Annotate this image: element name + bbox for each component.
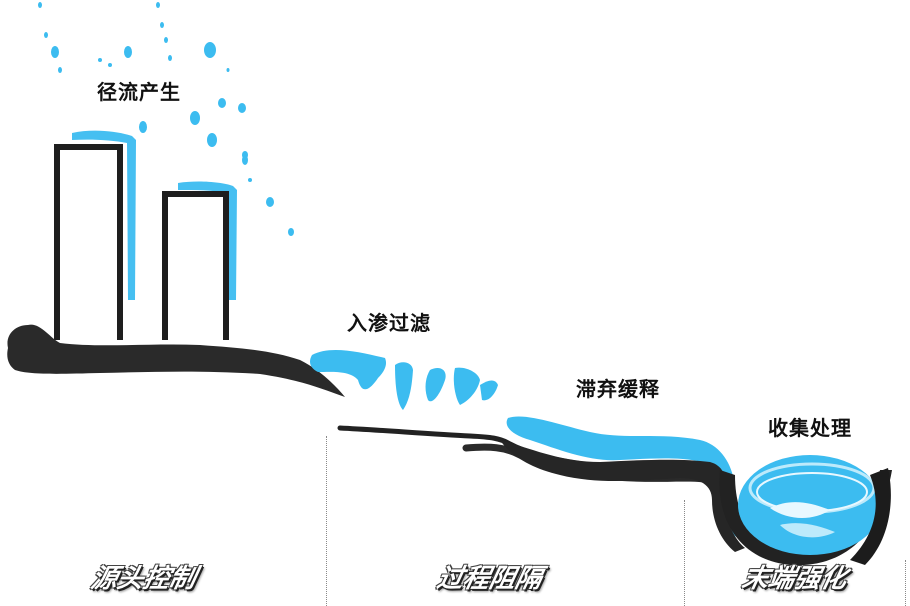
stage-process-barrier: 过程阻隔: [434, 564, 545, 594]
label-collection-treatment: 收集处理: [768, 416, 852, 440]
stage-source-control: 源头控制: [88, 564, 199, 594]
label-runoff-generation: 径流产生: [97, 80, 181, 104]
collection-pool-icon: [719, 455, 892, 566]
stage-end-enhancement: 末端强化: [739, 564, 850, 594]
divider-source-process: [326, 436, 327, 606]
tall-building-icon: [54, 144, 123, 340]
rain-drops-icon: [38, 2, 294, 236]
divider-right-edge: [905, 560, 906, 606]
infiltration-waves-icon: [310, 349, 498, 410]
label-detention-release: 滞弃缓释: [576, 377, 660, 401]
label-infiltration-filtration: 入渗过滤: [347, 311, 431, 335]
divider-process-end: [684, 500, 685, 606]
detention-channel-icon: [506, 416, 741, 537]
ground-slab: [7, 324, 346, 397]
short-building-icon: [162, 191, 229, 340]
